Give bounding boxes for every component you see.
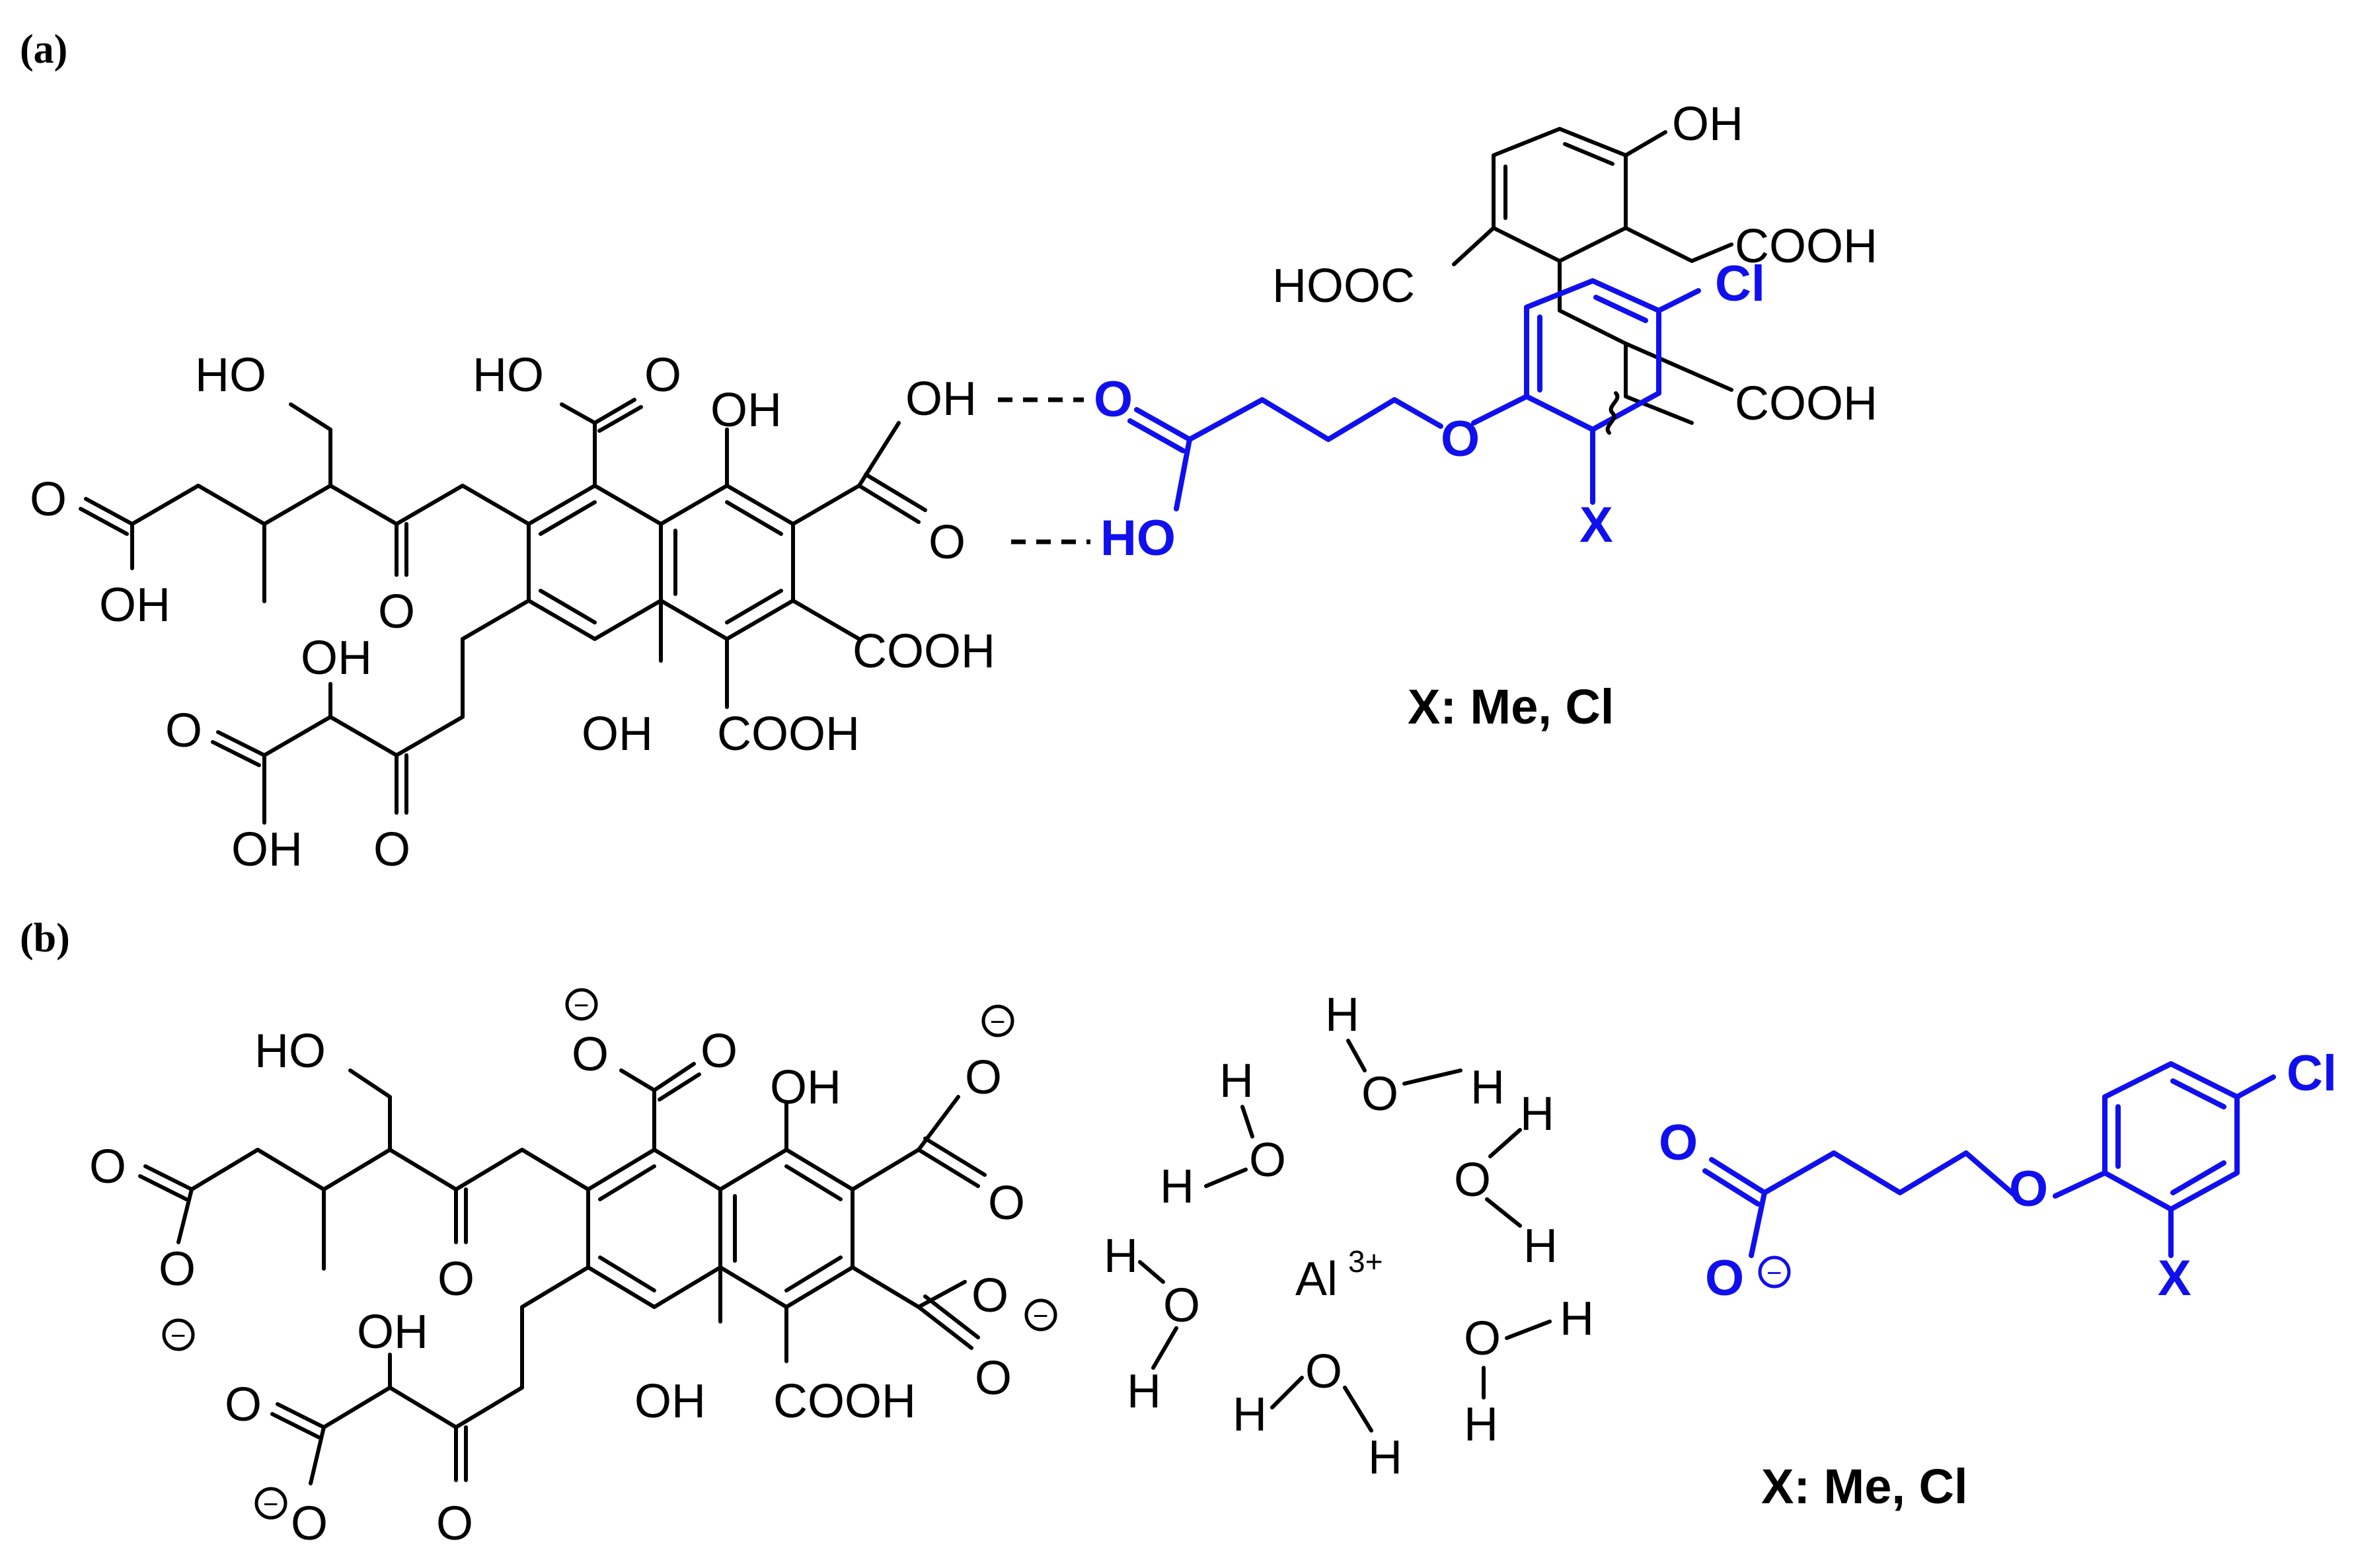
label: O	[1094, 371, 1133, 428]
label: Cl	[1715, 256, 1765, 312]
label: O	[701, 1025, 738, 1078]
label: O	[437, 1253, 475, 1306]
hydrogen: H	[1523, 1220, 1558, 1273]
label: OH	[357, 1306, 428, 1359]
panel-a-label: (a)	[20, 27, 67, 72]
panel-a-caption: X: Me, Cl	[1408, 679, 1614, 734]
label: OH	[710, 384, 782, 437]
panel-b-caption: X: Me, Cl	[1761, 1459, 1967, 1514]
panel-a-humic-ligand	[79, 397, 1090, 825]
label: OH	[99, 579, 171, 632]
oxygen: O	[1464, 1312, 1501, 1365]
oxygen: O	[1305, 1345, 1342, 1398]
label: O	[225, 1378, 262, 1431]
oxygen: O	[1249, 1134, 1286, 1187]
oxygen: O	[1361, 1068, 1398, 1121]
label: OH	[231, 823, 303, 876]
hydrogen: H	[1464, 1398, 1498, 1451]
label: O	[165, 704, 202, 757]
label: OH	[582, 708, 653, 761]
label: O	[373, 823, 410, 876]
label: COOH	[773, 1375, 916, 1428]
label: O	[159, 1243, 196, 1296]
hydrogen: H	[1368, 1431, 1402, 1484]
label: OH	[1672, 98, 1743, 151]
minus-sign: −	[1766, 1259, 1782, 1288]
water-molecule: H O H	[1160, 1055, 1286, 1213]
label: O	[929, 516, 966, 569]
hydrogen: H	[1520, 1088, 1554, 1140]
panel-a-aromatic-fragment: OH HOOC COOH COOH	[1272, 98, 1878, 430]
label: O	[988, 1177, 1025, 1230]
label: O	[1441, 411, 1480, 467]
label: COOH	[853, 625, 995, 678]
label: COOH	[1735, 377, 1878, 430]
label: OH	[770, 1061, 841, 1114]
oxygen: O	[1163, 1279, 1200, 1332]
hydrogen: H	[1160, 1160, 1194, 1213]
minus-sign: −	[574, 991, 589, 1020]
label: HO	[1100, 510, 1176, 566]
aluminium-ion: Al	[1295, 1253, 1338, 1306]
label: O	[965, 1051, 1002, 1104]
label: O	[436, 1497, 473, 1550]
minus-sign: −	[990, 1008, 1005, 1037]
label: HO	[195, 349, 266, 402]
hydrogen: H	[1219, 1055, 1254, 1107]
label: O	[291, 1497, 328, 1550]
label: HO	[473, 349, 544, 402]
label: O	[975, 1352, 1012, 1405]
oxygen: O	[1454, 1154, 1491, 1207]
hydrogen: H	[1560, 1292, 1594, 1345]
water-molecule: H O H	[1464, 1292, 1594, 1451]
label: COOH	[717, 708, 860, 761]
minus-sign: −	[263, 1490, 278, 1519]
label: O	[1705, 1250, 1744, 1306]
label: OH	[905, 373, 977, 426]
label: O	[30, 473, 67, 526]
panel-b-labels: HO O O O O O OH O O O O OH COOH OH O O O	[89, 1025, 1025, 1550]
panel-b-humic-ligand	[138, 1062, 987, 1485]
hydrogen: H	[1470, 1061, 1505, 1114]
aluminium-charge: 3+	[1348, 1244, 1383, 1279]
water-molecule: H O H	[1454, 1088, 1558, 1273]
label: OH	[634, 1375, 706, 1428]
aluminium-water-complex: Al 3+ H O H H O H H O H H O H H O	[1104, 989, 1594, 1484]
label: O	[1659, 1115, 1698, 1171]
label: O	[2009, 1161, 2048, 1217]
label: Cl	[2287, 1045, 2337, 1101]
minus-sign: −	[171, 1322, 186, 1351]
label: HO	[254, 1025, 326, 1078]
hydrogen: H	[1104, 1230, 1138, 1283]
hydrogen: H	[1325, 989, 1359, 1041]
water-molecule: H O H	[1325, 989, 1505, 1121]
minus-sign: −	[1033, 1302, 1048, 1331]
negative-charges: − − − − −	[162, 988, 1057, 1520]
label: X	[2158, 1250, 2191, 1306]
water-molecule: H O H	[1104, 1230, 1200, 1418]
water-molecule: H O H	[1233, 1345, 1402, 1484]
hydrogen: H	[1127, 1365, 1161, 1418]
label: O	[644, 349, 681, 402]
panel-b-label: (b)	[20, 916, 70, 961]
panel-a-herbicide: O HO O Cl X	[1094, 256, 1765, 566]
label: X	[1579, 497, 1613, 553]
label: O	[89, 1140, 126, 1193]
label: OH	[301, 632, 372, 685]
label: O	[971, 1269, 1008, 1322]
label: HOOC	[1272, 260, 1415, 313]
label: O	[572, 1028, 609, 1081]
panel-b-herbicide-anion: Cl O O O X −	[1659, 1045, 2337, 1306]
hydrogen: H	[1233, 1388, 1267, 1441]
label: O	[378, 585, 415, 638]
label: COOH	[1735, 220, 1878, 273]
panel-a-labels: HO O OH O HO O OH OH O COOH COOH OH OH O…	[30, 349, 995, 876]
